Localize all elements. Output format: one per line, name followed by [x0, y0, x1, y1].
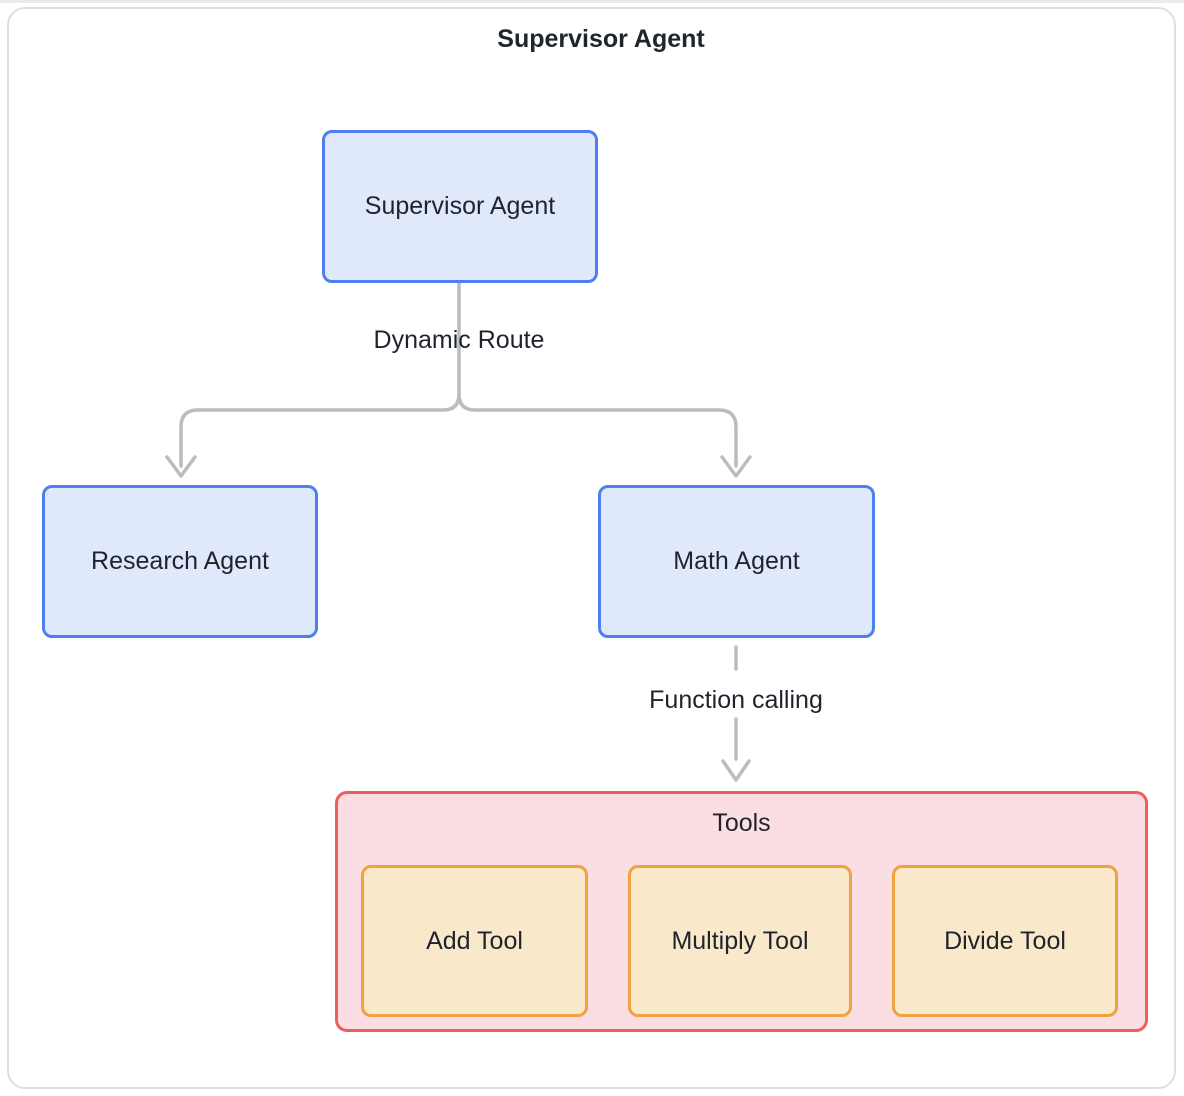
arrowhead-math [720, 455, 752, 478]
diagram-title: Supervisor Agent [497, 25, 705, 53]
research-agent-label: Research Agent [91, 547, 269, 575]
research-agent-node: Research Agent [42, 485, 318, 638]
add-tool-node: Add Tool [361, 865, 588, 1017]
edge-supervisor-to-math [457, 392, 738, 468]
edge-label-function-calling: Function calling [586, 686, 886, 715]
supervisor-agent-label: Supervisor Agent [364, 192, 556, 220]
function-calling-text: Function calling [649, 686, 823, 714]
add-tool-label: Add Tool [426, 926, 523, 955]
arrowhead-tools [721, 759, 751, 782]
edge-supervisor-to-research [179, 281, 461, 468]
math-agent-label: Math Agent [673, 547, 800, 575]
multiply-tool-label: Multiply Tool [671, 926, 809, 955]
divide-tool-node: Divide Tool [892, 865, 1118, 1017]
multiply-tool-node: Multiply Tool [628, 865, 852, 1017]
arrowhead-research [165, 455, 197, 478]
tools-title: Tools [712, 809, 771, 837]
window-edge-strip [0, 0, 1184, 3]
dynamic-route-text: Dynamic Route [373, 326, 545, 354]
divide-tool-label: Divide Tool [944, 926, 1066, 955]
supervisor-agent-node: Supervisor Agent [322, 130, 598, 283]
math-agent-node: Math Agent [598, 485, 875, 638]
edge-label-dynamic-route: Dynamic Route [309, 326, 609, 355]
